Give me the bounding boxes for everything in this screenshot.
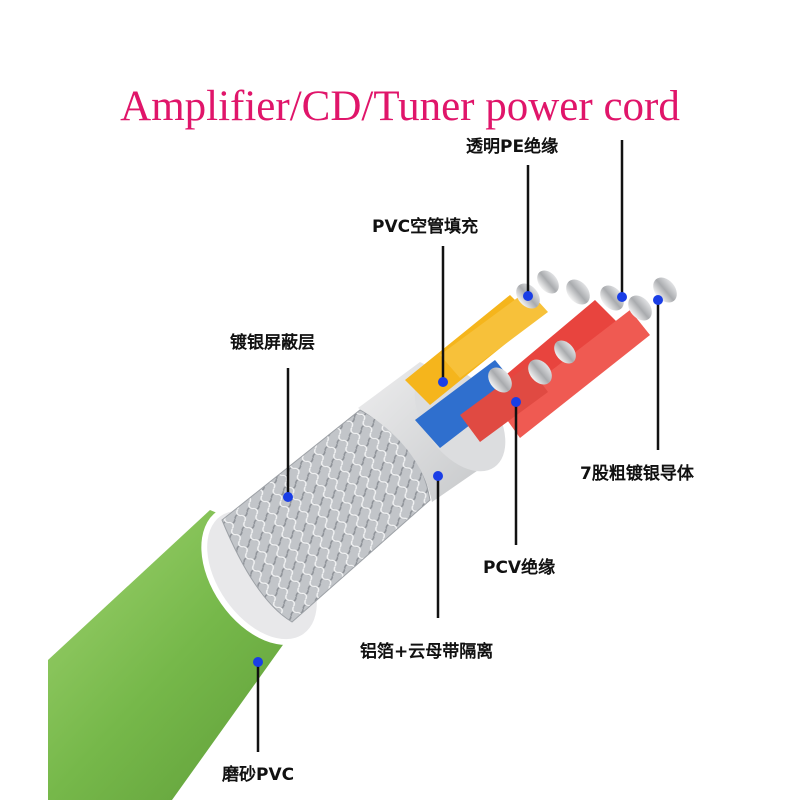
label-pe-insulation: 透明PE绝缘 bbox=[466, 137, 559, 157]
label-pvc-filler: PVC空管填充 bbox=[372, 217, 479, 237]
diagram-title: Amplifier/CD/Tuner power cord bbox=[120, 83, 680, 130]
conductor-tips bbox=[488, 270, 677, 393]
label-silver-shield: 镀银屏蔽层 bbox=[230, 333, 315, 353]
label-conductor: 7股粗镀银导体 bbox=[580, 464, 694, 484]
label-matte-pvc: 磨砂PVC bbox=[222, 765, 295, 785]
label-foil-mica: 铝箔+云母带隔离 bbox=[360, 642, 494, 662]
label-pcv-insulation: PCV绝缘 bbox=[483, 558, 556, 578]
marker-dots bbox=[253, 291, 663, 667]
leader-lines bbox=[256, 140, 660, 752]
